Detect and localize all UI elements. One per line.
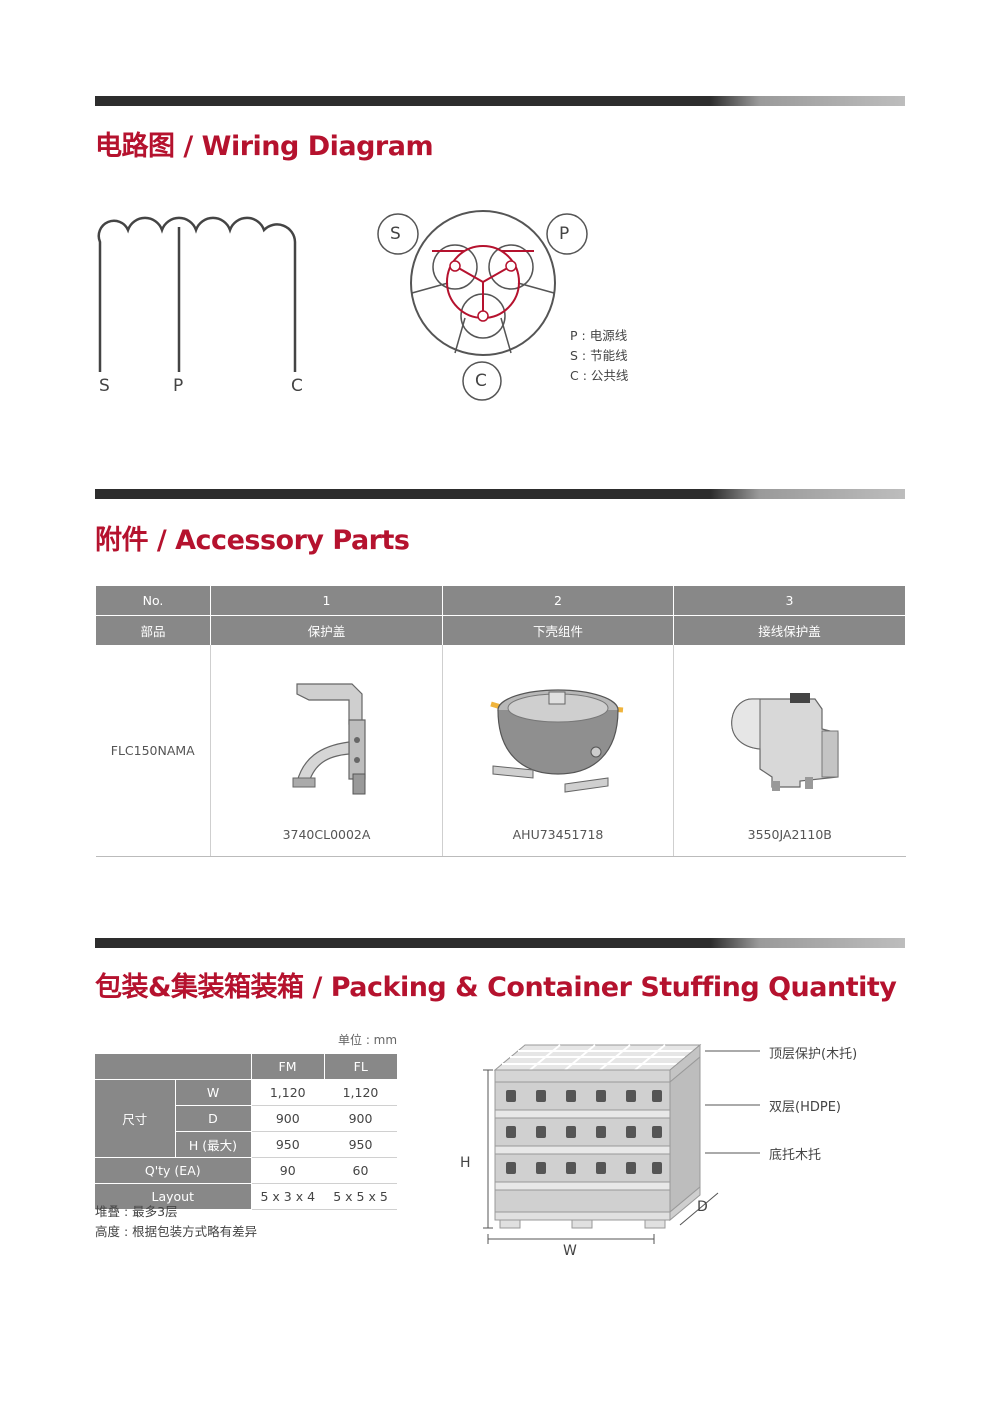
packing-row-layout: Layout 5 x 3 x 4 5 x 5 x 5 xyxy=(95,1183,397,1210)
section-divider-bar xyxy=(95,938,905,948)
item-1-code: 3740CL0002A xyxy=(282,827,371,842)
packing-header-row: FM FL xyxy=(95,1054,397,1080)
coil-terminal-s: S xyxy=(99,376,110,396)
h-fm: 950 xyxy=(251,1131,324,1158)
qty-fl: 60 xyxy=(324,1157,397,1184)
w-fm: 1,120 xyxy=(251,1079,324,1106)
pallet-bottom-label: 底托木托 xyxy=(769,1148,822,1163)
note-stacking: 堆叠 : 最多3层 xyxy=(95,1204,178,1219)
accessory-table: No. 1 2 3 部品 保护盖 下壳组件 接线保护盖 FLC150NAMA xyxy=(95,586,906,857)
section-divider-bar xyxy=(95,96,905,106)
header-no: No. xyxy=(95,586,211,616)
terminal-cover-icon xyxy=(674,659,906,819)
qty-label: Q'ty (EA) xyxy=(95,1157,252,1184)
wiring-section-title: 电路图 / Wiring Diagram xyxy=(95,131,434,162)
row-label-w: W xyxy=(175,1079,252,1106)
size-label: 尺寸 xyxy=(95,1079,176,1158)
coil-terminal-p: P xyxy=(173,376,184,396)
layout-fl: 5 x 5 x 5 xyxy=(324,1183,397,1210)
pallet-middle-label: 双层(HDPE) xyxy=(769,1100,841,1115)
h-fl: 950 xyxy=(324,1131,397,1158)
model-cell: FLC150NAMA xyxy=(95,645,211,857)
coil-schematic xyxy=(97,216,297,372)
w-fl: 1,120 xyxy=(324,1079,397,1106)
packing-row-w: 尺寸 W 1,120 1,120 xyxy=(95,1079,397,1158)
row-label-d: D xyxy=(175,1105,252,1132)
item-3-cell: 3550JA2110B xyxy=(673,645,906,857)
accessory-body-row: FLC150NAMA 3740CL0002A xyxy=(95,645,906,857)
packing-notes: 堆叠 : 最多3层 高度 : 根据包装方式略有差异 xyxy=(95,1202,257,1242)
pallet-top-label: 顶层保护(木托) xyxy=(769,1047,858,1062)
packing-row-d: D 900 900 xyxy=(95,1105,397,1132)
item-1-cell: 3740CL0002A xyxy=(210,645,443,857)
item-2-code: AHU73451718 xyxy=(512,827,604,842)
wiring-legend: P : 电源线 S : 节能线 C : 公共线 xyxy=(570,326,628,386)
legend-item-s: S : 节能线 xyxy=(570,348,628,363)
header-item-3-no: 3 xyxy=(673,586,906,616)
legend-item-c: C : 公共线 xyxy=(570,368,629,383)
legend-item-p: P : 电源线 xyxy=(570,328,628,343)
note-height: 高度 : 根据包装方式略有差异 xyxy=(95,1224,258,1239)
layout-label: Layout xyxy=(95,1183,252,1210)
item-3-code: 3550JA2110B xyxy=(747,827,832,842)
col-fl: FL xyxy=(324,1054,397,1080)
terminal-pin-diagram xyxy=(377,210,588,401)
packing-row-h: H (最大) 950 950 xyxy=(95,1131,397,1158)
accessory-section-title: 附件 / Accessory Parts xyxy=(95,525,410,556)
header-blank xyxy=(95,1054,252,1080)
d-fl: 900 xyxy=(324,1105,397,1132)
lower-shell-icon xyxy=(443,659,673,819)
d-fm: 900 xyxy=(251,1105,324,1132)
item-2-name: 下壳组件 xyxy=(442,615,674,645)
packing-row-qty: Q'ty (EA) 90 60 xyxy=(95,1157,397,1184)
section-divider-bar xyxy=(95,489,905,499)
protector-bracket-icon xyxy=(211,659,442,819)
dimension-w-label: W xyxy=(563,1243,577,1259)
item-2-cell: AHU73451718 xyxy=(442,645,674,857)
dimension-d-label: D xyxy=(697,1199,708,1215)
header-item-2-no: 2 xyxy=(442,586,674,616)
accessory-name-row: 部品 保护盖 下壳组件 接线保护盖 xyxy=(95,615,906,645)
coil-terminal-c: C xyxy=(291,376,303,396)
pin-label-c: C xyxy=(475,371,487,391)
pin-label-s: S xyxy=(390,224,401,244)
item-1-name: 保护盖 xyxy=(210,615,443,645)
dimension-h-label: H xyxy=(460,1155,471,1171)
header-item-1-no: 1 xyxy=(210,586,443,616)
accessory-header-row: No. 1 2 3 xyxy=(95,586,906,616)
model-name: FLC150NAMA xyxy=(110,743,195,758)
layout-fm: 5 x 3 x 4 xyxy=(251,1183,324,1210)
pallet-illustration-icon xyxy=(483,1043,760,1244)
qty-fm: 90 xyxy=(251,1157,324,1184)
item-3-name: 接线保护盖 xyxy=(673,615,906,645)
unit-label: 单位 : mm xyxy=(338,1033,398,1047)
pin-label-p: P xyxy=(559,224,570,244)
packing-table: FM FL 尺寸 W 1,120 1,120 D 900 900 H (最大) … xyxy=(95,1054,397,1210)
header-part: 部品 xyxy=(95,615,211,645)
packing-section-title: 包装&集装箱装箱 / Packing & Container Stuffing … xyxy=(95,972,897,1003)
row-label-h: H (最大) xyxy=(175,1131,252,1158)
col-fm: FM xyxy=(251,1054,325,1080)
